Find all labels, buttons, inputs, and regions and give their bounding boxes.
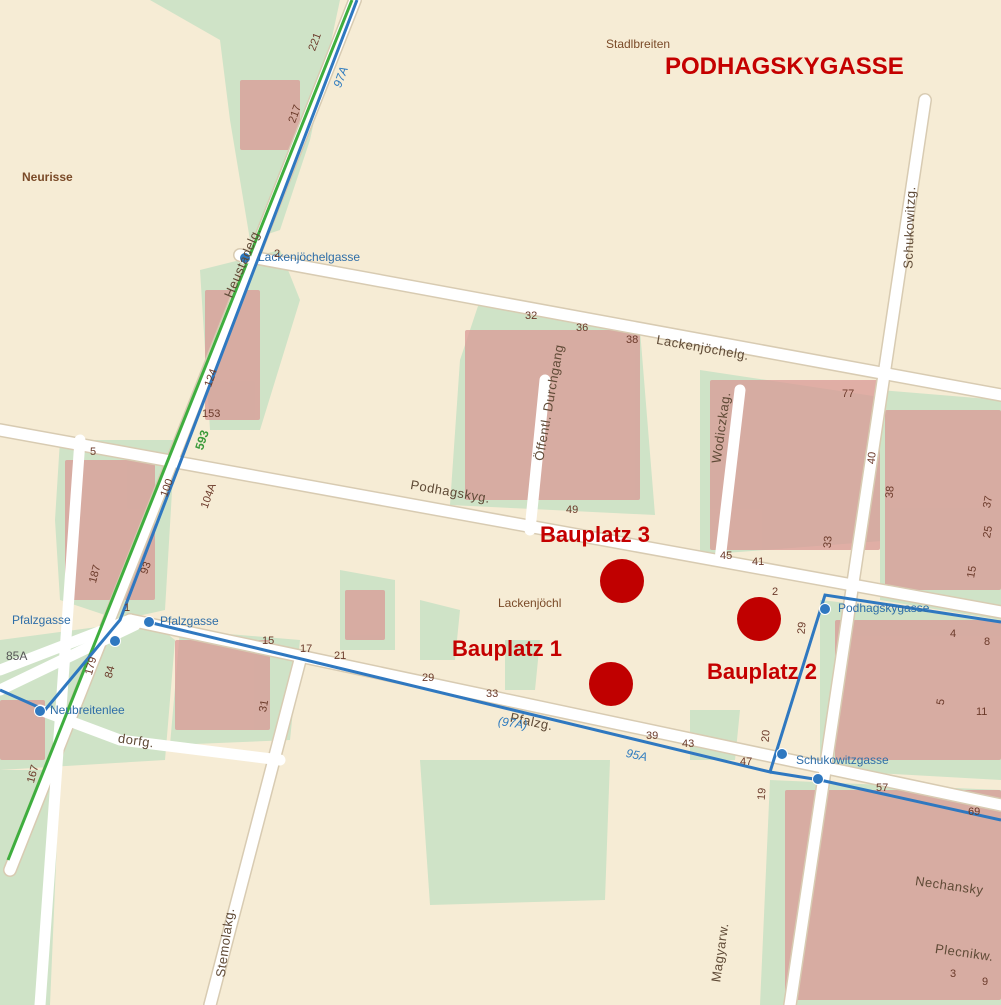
house-number: 2 (274, 248, 281, 260)
tram-line (6, 0, 354, 861)
house-number: 1 (124, 602, 131, 614)
house-number: 40 (865, 451, 879, 465)
house-number: 19 (755, 787, 769, 801)
stop-label-podhagskygasse: Podhagskygasse (838, 601, 930, 615)
house-number: 21 (334, 650, 347, 662)
bauplatz-2-marker[interactable] (737, 597, 781, 641)
route-label-85a: 85A (6, 649, 28, 663)
house-number: 17 (300, 643, 313, 655)
house-number: 49 (566, 504, 579, 516)
house-number: 33 (486, 688, 499, 700)
house-number: 47 (740, 756, 753, 768)
stop-label-pfalzgasse-left: Pfalzgasse (12, 613, 71, 627)
area-label-neurisse: Neurisse (22, 170, 73, 184)
house-number: 41 (752, 556, 765, 568)
bauplatz-2-label: Bauplatz 2 (707, 659, 818, 684)
house-number: 11 (976, 706, 988, 718)
house-number: 2 (772, 586, 779, 598)
street-label-schukowitzg: Schukowitzg. (900, 185, 919, 270)
stop-icon[interactable] (812, 773, 824, 785)
bus-line-97a (0, 0, 359, 712)
house-number: 29 (422, 672, 435, 684)
house-number: 36 (576, 322, 589, 334)
stop-label-neubreitenlee: Neubreitenlee (50, 703, 125, 717)
stop-icon[interactable] (776, 748, 788, 760)
house-number: 39 (646, 730, 659, 742)
house-number: 43 (682, 738, 695, 750)
area-label-stadlbreiten: Stadlbreiten (606, 37, 671, 51)
bauplatz-1-label: Bauplatz 1 (452, 636, 563, 661)
house-number: 20 (759, 729, 773, 743)
bus-line-95a (147, 593, 1001, 774)
stop-icon[interactable] (143, 616, 155, 628)
stop-label-schukowitzgasse: Schukowitzgasse (796, 753, 889, 767)
house-number: 15 (262, 635, 275, 647)
stop-icon[interactable] (34, 705, 46, 717)
stop-icon[interactable] (239, 252, 251, 264)
house-number: 31 (257, 698, 272, 714)
house-number: 4 (950, 628, 957, 640)
house-number: 33 (821, 535, 835, 549)
house-number: 38 (626, 334, 639, 346)
stop-label-pfalzgasse: Pfalzgasse (160, 614, 219, 628)
stop-icon[interactable] (819, 603, 831, 615)
bauplatz-3-label: Bauplatz 3 (540, 522, 651, 547)
house-number: 38 (883, 485, 897, 499)
bauplatz-1-marker[interactable] (589, 662, 633, 706)
house-number: 57 (876, 782, 889, 794)
house-number: 9 (982, 976, 989, 988)
house-number: 77 (842, 388, 855, 400)
house-number: 5 (90, 446, 97, 458)
stop-icon[interactable] (109, 635, 121, 647)
house-number: 32 (525, 310, 538, 322)
area-label-lackenjoechl: Lackenjöchl (498, 596, 562, 610)
stop-label-lackenjoechelgasse: Lackenjöchelgasse (258, 250, 361, 264)
house-number: 45 (720, 550, 733, 562)
house-number: 25 (981, 524, 996, 540)
house-number: 29 (795, 621, 809, 635)
map-title: PODHAGSKYGASSE (665, 53, 904, 80)
house-number: 8 (984, 636, 991, 648)
house-number: 15 (965, 564, 980, 580)
house-number: 69 (968, 806, 981, 818)
bauplatz-3-marker[interactable] (600, 559, 644, 603)
house-number: 153 (202, 408, 221, 420)
house-number: 37 (981, 494, 996, 510)
house-number: 3 (950, 968, 957, 980)
